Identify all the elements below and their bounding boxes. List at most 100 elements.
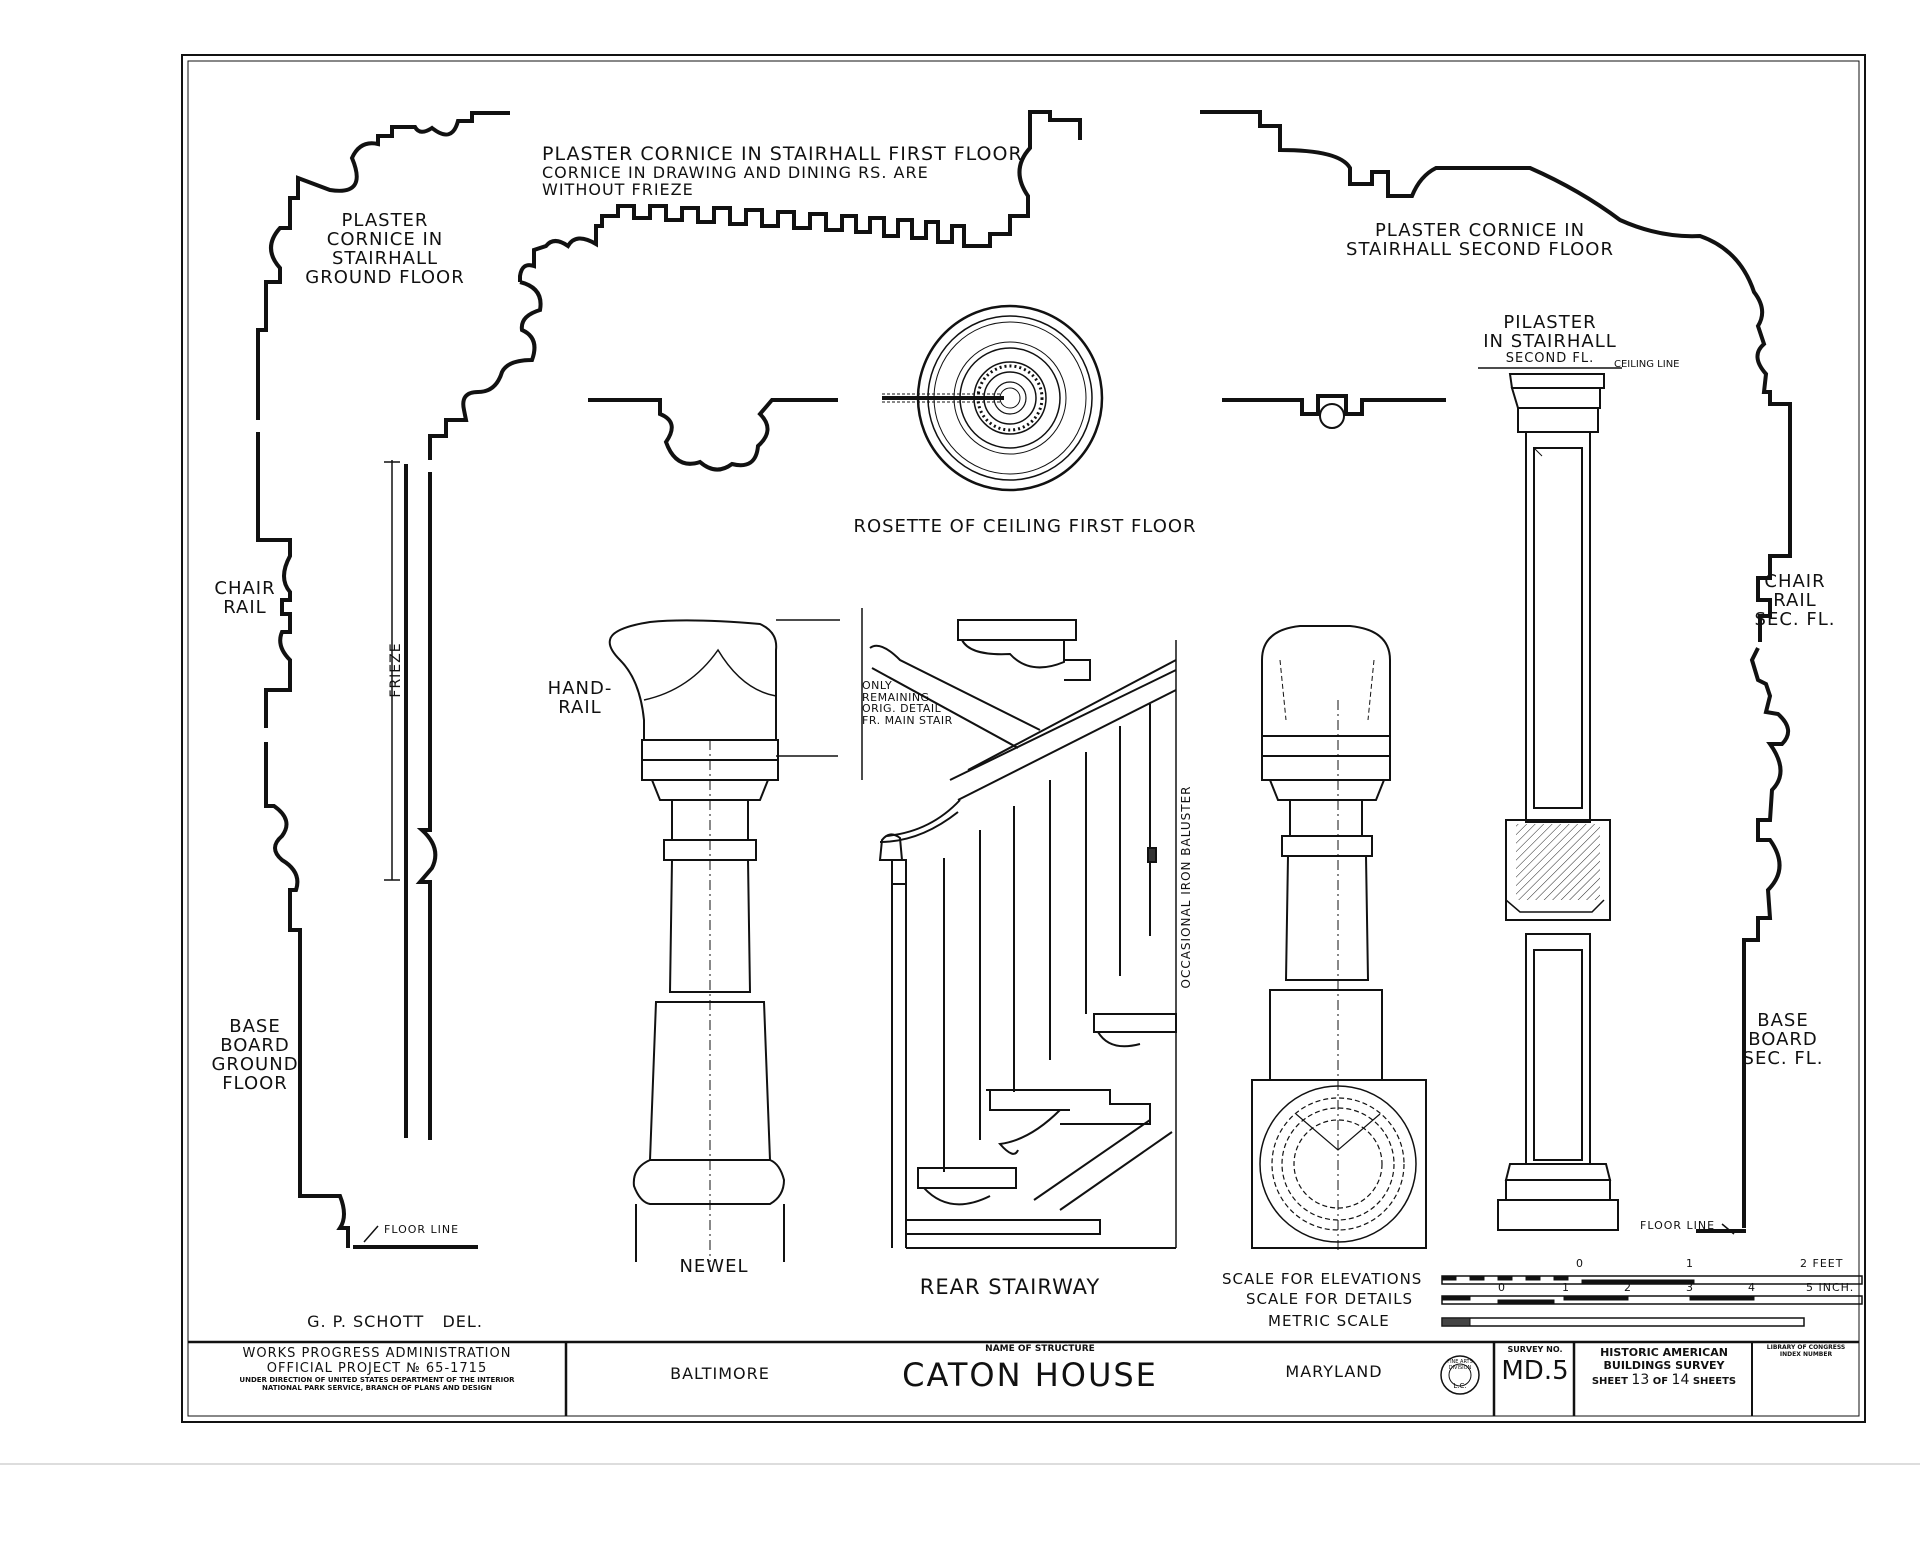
chair-rail-sec-line1: CHAIR <box>1764 571 1826 592</box>
cornice-ground-line3: STAIRHALL <box>331 247 439 269</box>
pilaster-line1: PILASTER <box>1503 312 1597 333</box>
newel-section <box>1251 625 1427 1250</box>
only-remaining-line4: FR. MAIN STAIR <box>862 713 953 727</box>
scale-elev-tick-1: 1 <box>1686 1257 1694 1270</box>
index-line1: LIBRARY OF CONGRESS <box>1766 1344 1846 1351</box>
frieze-dimension <box>384 460 400 881</box>
sheet-prefix: SHEET <box>1591 1376 1628 1387</box>
cornice-first-floor-line3: WITHOUT FRIEZE <box>542 179 694 199</box>
direction-line2: NATIONAL PARK SERVICE, BRANCH OF PLANS A… <box>262 1384 492 1392</box>
wpa-line1: WORKS PROGRESS ADMINISTRATION <box>242 1346 512 1361</box>
cornice-second-floor-title: PLASTER CORNICE IN STAIRHALL SECOND FLOO… <box>1340 220 1620 260</box>
survey-no-caption: SURVEY NO. <box>1507 1345 1563 1354</box>
scale-elevations-label: SCALE FOR ELEVATIONS <box>1222 1270 1423 1288</box>
sheet-suffix: SHEETS <box>1692 1376 1737 1387</box>
cornice-first-floor-title: PLASTER CORNICE IN STAIRHALL FIRST FLOOR… <box>542 143 1023 199</box>
frieze-label: FRIEZE <box>388 642 404 698</box>
chair-rail-sec-line3: SEC. FL. <box>1754 608 1836 630</box>
hand-rail-line2: RAIL <box>558 696 602 718</box>
ceiling-line-label: CEILING LINE <box>1614 359 1680 370</box>
scale-bars <box>1441 1275 1863 1327</box>
chair-rail-line2: RAIL <box>223 596 267 618</box>
scale-details-label: SCALE FOR DETAILS <box>1246 1290 1414 1308</box>
cornice-ground-line1: PLASTER <box>341 210 429 231</box>
only-remaining-line2: REMAINING <box>862 690 930 704</box>
index-number-block: LIBRARY OF CONGRESS INDEX NUMBER <box>1754 1344 1858 1358</box>
title-block-frame <box>188 1340 1859 1416</box>
floor-line-left-label: FLOOR LINE <box>384 1223 460 1236</box>
chair-rail-sec-line2: RAIL <box>1773 589 1817 611</box>
baseboard-ground-label: BASE BOARD GROUND FLOOR <box>210 1016 300 1094</box>
rear-stairway-elevation <box>861 608 1177 1249</box>
newel-title: NEWEL <box>679 1256 749 1277</box>
scale-det-tick-3: 3 <box>1686 1281 1694 1294</box>
scale-det-tick-0: 0 <box>1498 1281 1506 1294</box>
baseboard-ground-line3: GROUND <box>211 1053 299 1075</box>
scale-det-tick-2: 2 <box>1624 1281 1632 1294</box>
structure-name: CATON HOUSE <box>902 1356 1158 1394</box>
occasional-baluster-label: OCCASIONAL IRON BALUSTER <box>1179 785 1193 989</box>
wpa-line2: OFFICIAL PROJECT № 65-1715 <box>266 1361 488 1376</box>
sheet-of: OF <box>1652 1376 1669 1387</box>
baseboard-sec-line2: BOARD <box>1748 1028 1818 1050</box>
floor-line-right <box>1696 1223 1746 1235</box>
only-remaining-line1: ONLY <box>862 679 893 692</box>
scale-elev-tick-2: 2 FEET <box>1800 1257 1844 1270</box>
seal-center: L.C. <box>1453 1382 1467 1390</box>
pilaster-line2: IN STAIRHALL <box>1483 330 1617 352</box>
name-of-structure-caption: NAME OF STRUCTURE <box>985 1344 1095 1354</box>
cornice-first-floor-line2: CORNICE IN DRAWING AND DINING RS. ARE <box>542 162 929 182</box>
cornice-ground-line2: CORNICE IN <box>326 228 444 250</box>
scale-det-tick-5: 5 INCH. <box>1806 1281 1855 1294</box>
ground-floor-profile <box>256 111 510 1248</box>
habs-line1: HISTORIC AMERICAN <box>1600 1346 1728 1359</box>
only-remaining-line3: ORIG. DETAIL <box>862 702 942 716</box>
scale-det-tick-1: 1 <box>1562 1281 1570 1294</box>
pilaster-line3: SECOND FL. <box>1505 350 1595 366</box>
baseboard-sec-line1: BASE <box>1757 1010 1809 1031</box>
chair-rail-line1: CHAIR <box>214 578 276 599</box>
sheet-count: SHEET 13 OF 14 SHEETS <box>1576 1372 1752 1388</box>
direction-line1: UNDER DIRECTION OF UNITED STATES DEPARTM… <box>239 1376 515 1384</box>
baseboard-ground-line1: BASE <box>229 1016 281 1037</box>
index-line2: INDEX NUMBER <box>1779 1351 1833 1358</box>
state-name: MARYLAND <box>1285 1362 1383 1381</box>
ceiling-rosette <box>882 304 1104 492</box>
floor-line-left <box>353 1225 478 1249</box>
pilaster-elevation <box>1478 367 1622 1231</box>
rosette-title: ROSETTE OF CEILING FIRST FLOOR <box>853 516 1197 537</box>
habs-block: HISTORIC AMERICAN BUILDINGS SURVEY SHEET… <box>1576 1346 1752 1388</box>
second-floor-profile <box>1200 110 1792 1228</box>
only-remaining-note: ONLY REMAINING ORIG. DETAIL FR. MAIN STA… <box>862 680 953 726</box>
bead-moulding <box>1319 403 1345 429</box>
cornice-second-line2: STAIRHALL SECOND FLOOR <box>1346 238 1614 260</box>
small-cornice-sections <box>588 394 1446 472</box>
delineator-credit: G. P. SCHOTT DEL. <box>307 1312 483 1331</box>
seal-text: FINE ARTS DIVISION <box>1447 1359 1473 1371</box>
cornice-ground-line4: GROUND FLOOR <box>305 266 465 288</box>
chair-rail-sec-label: CHAIR RAIL SEC. FL. <box>1750 571 1840 630</box>
pilaster-title: PILASTER IN STAIRHALL SECOND FL. <box>1460 312 1640 366</box>
floor-line-right-label: FLOOR LINE <box>1640 1219 1716 1232</box>
baseboard-ground-line4: FLOOR <box>222 1072 288 1094</box>
baseboard-sec-label: BASE BOARD SEC. FL. <box>1738 1010 1828 1069</box>
metric-scale-label: METRIC SCALE <box>1268 1312 1390 1330</box>
sheet-number: 13 <box>1631 1372 1650 1388</box>
cornice-ground-floor-title: PLASTER CORNICE IN STAIRHALL GROUND FLOO… <box>300 210 470 288</box>
sheet-total: 14 <box>1671 1372 1690 1388</box>
wpa-block: WORKS PROGRESS ADMINISTRATION OFFICIAL P… <box>190 1346 564 1392</box>
survey-number: MD.5 <box>1501 1356 1569 1386</box>
city-name: BALTIMORE <box>670 1364 770 1383</box>
baseboard-ground-line2: BOARD <box>220 1034 290 1056</box>
baseboard-sec-line3: SEC. FL. <box>1742 1047 1824 1069</box>
habs-line2: BUILDINGS SURVEY <box>1603 1359 1725 1372</box>
first-floor-profile <box>415 110 1082 1140</box>
chair-rail-ground-label: CHAIR RAIL <box>200 578 290 618</box>
newel-elevation <box>608 619 840 1262</box>
cornice-second-line1: PLASTER CORNICE IN <box>1374 220 1586 241</box>
cornice-first-floor-line1: PLASTER CORNICE IN STAIRHALL FIRST FLOOR <box>542 143 1023 165</box>
hand-rail-line1: HAND- <box>547 678 613 699</box>
hand-rail-label: HAND- RAIL <box>540 678 620 718</box>
rear-stairway-title: REAR STAIRWAY <box>919 1275 1101 1299</box>
